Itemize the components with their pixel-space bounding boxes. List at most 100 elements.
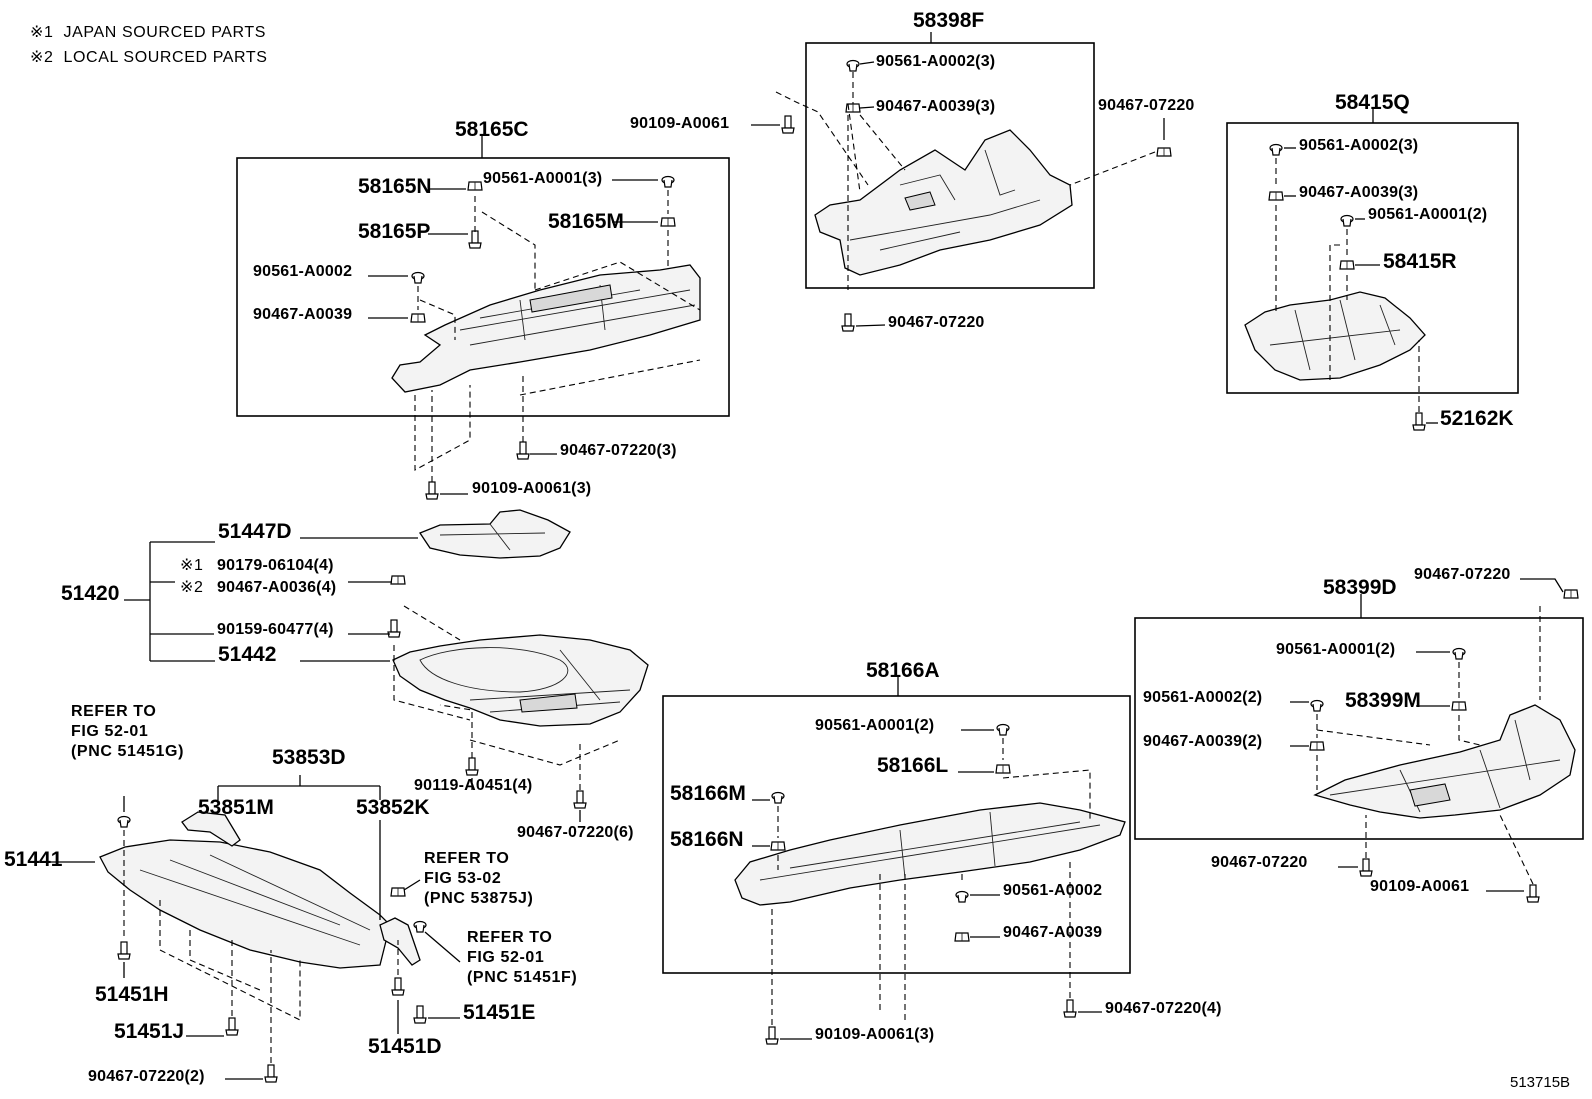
bolt-icon [1526,884,1540,903]
label-58166M[interactable]: 58166M [670,782,746,805]
label-90109-A0061-3-left[interactable]: 90109-A0061(3) [472,480,591,497]
label-51451J[interactable]: 51451J [114,1020,184,1043]
dashed-guide [847,103,861,193]
label-58165M[interactable]: 58165M [548,210,624,233]
label-90109-A0061-top[interactable]: 90109-A0061 [630,115,729,132]
label-51451H[interactable]: 51451H [95,983,169,1006]
label-51441[interactable]: 51441 [4,848,63,871]
label-58166A[interactable]: 58166A [866,659,940,682]
label-90119-A0451[interactable]: 90119-A0451(4) [414,777,532,794]
bolt-shank [768,1026,776,1040]
label-90561-A0002-left[interactable]: 90561-A0002 [253,263,352,280]
label-58165C[interactable]: 58165C [455,118,529,141]
label-51447D[interactable]: 51447D [218,520,292,543]
label-58415Q[interactable]: 58415Q [1335,91,1410,114]
label-51442[interactable]: 51442 [218,643,276,666]
part-51447D-seal [419,509,571,559]
label-90467-07220-6[interactable]: 90467-07220(6) [517,824,634,841]
bolt-shank [120,941,128,955]
label-90561-A0002-3-top[interactable]: 90561-A0002(3) [876,53,995,70]
label-51451E[interactable]: 51451E [463,1001,535,1024]
bolt-icon [1063,999,1077,1018]
bolt-shank [1362,858,1370,872]
label-90179-06104[interactable]: 90179-06104(4) [217,557,334,574]
label-90467-07220-2[interactable]: 90467-07220(2) [88,1068,205,1085]
dashed-guide-layer [123,72,1541,1063]
nut-icon [845,103,861,113]
label-53853D[interactable]: 53853D [272,746,346,769]
clip-icon [413,920,427,933]
label-90467-A0039-3-right[interactable]: 90467-A0039(3) [1299,184,1418,201]
part-58166A-cover [734,802,1126,906]
clip-icon [1340,214,1354,227]
bolt-head [781,127,795,134]
label-90109-A0061-3-m[interactable]: 90109-A0061(3) [815,1026,934,1043]
label-90467-A0039-left[interactable]: 90467-A0039 [253,306,352,323]
label-58399M[interactable]: 58399M [1345,689,1421,712]
label-58399D[interactable]: 58399D [1323,576,1397,599]
label-51451D[interactable]: 51451D [368,1035,442,1058]
label-90467-07220-3[interactable]: 90467-07220(3) [560,442,677,459]
label-58166N[interactable]: 58166N [670,828,744,851]
label-note2-mark: ※2 [180,579,204,596]
clip-icon [996,723,1010,736]
part-51442-cover [392,634,649,727]
label-58166L[interactable]: 58166L [877,754,948,777]
dashed-guide [189,930,261,991]
label-53851M[interactable]: 53851M [198,796,274,819]
label-53852K[interactable]: 53852K [356,796,430,819]
label-90467-A0039-m[interactable]: 90467-A0039 [1003,924,1102,941]
label-90561-A0001-2-m[interactable]: 90561-A0001(2) [815,717,934,734]
bolt-head [465,769,479,776]
nut-icon [467,181,483,191]
clip-body [1342,218,1352,227]
bolt-icon [425,481,439,500]
label-90467-07220-topA[interactable]: 90467-07220 [1098,97,1195,114]
label-58165N[interactable]: 58165N [358,175,432,198]
label-52162K[interactable]: 52162K [1440,407,1514,430]
label-58415R[interactable]: 58415R [1383,250,1457,273]
clip-body [413,275,423,284]
label-90561-A0002-m[interactable]: 90561-A0002 [1003,882,1102,899]
part-58399D-cover [1313,704,1576,819]
part-53852K-bracket [379,917,421,966]
label-90467-07220-far[interactable]: 90467-07220 [1414,566,1511,583]
label-90109-A0061-c[interactable]: 90109-A0061 [1370,878,1469,895]
label-90467-A0036[interactable]: 90467-A0036(4) [217,579,336,596]
nut-icon [954,932,970,942]
label-90467-A0039-2-c[interactable]: 90467-A0039(2) [1143,733,1262,750]
nut-icon [1451,701,1467,711]
label-90561-A0002-3-right[interactable]: 90561-A0002(3) [1299,137,1418,154]
reference-fig-53-02-53875J[interactable]: REFER TO FIG 53-02 (PNC 53875J) [424,850,533,907]
label-90467-07220-c[interactable]: 90467-07220 [1211,854,1308,871]
label-90159-60477[interactable]: 90159-60477(4) [217,621,334,638]
label-90561-A0002-2-c[interactable]: 90561-A0002(2) [1143,689,1262,706]
bolt-icon [765,1026,779,1045]
label-51420[interactable]: 51420 [61,582,119,605]
bolt-head [225,1029,239,1036]
label-group-58165C: 58165N 90561-A0001(3) 58165P 58165M 9056… [253,170,677,497]
reference-fig-52-01-51451G[interactable]: REFER TO FIG 52-01 (PNC 51451G) [71,703,184,760]
label-90561-A0001-3[interactable]: 90561-A0001(3) [483,170,602,187]
label-58398F[interactable]: 58398F [913,9,984,32]
clip-icon [955,890,969,903]
label-90467-07220-topB[interactable]: 90467-07220 [888,314,985,331]
bolt-head [264,1076,278,1083]
bolt-shank [1415,412,1423,426]
label-90467-A0039-3-top[interactable]: 90467-A0039(3) [876,98,995,115]
label-90467-07220-4[interactable]: 90467-07220(4) [1105,1000,1222,1017]
label-90561-A0001-2-right[interactable]: 90561-A0001(2) [1368,206,1487,223]
bolt-icon [841,313,855,332]
label-58165P[interactable]: 58165P [358,220,430,243]
part-58398F-cover [814,129,1073,276]
bolt-shank [267,1064,275,1078]
leader-line [403,879,421,891]
dashed-guide [414,385,471,471]
bolt-shank [576,790,584,804]
bolt-shank [390,619,398,633]
label-90561-A0001-2-c[interactable]: 90561-A0001(2) [1276,641,1395,658]
nut-icon [660,217,676,227]
bolt-shank [468,757,476,771]
bolt-shank [416,1005,424,1019]
reference-fig-52-01-51451F[interactable]: REFER TO FIG 52-01 (PNC 51451F) [467,929,577,986]
